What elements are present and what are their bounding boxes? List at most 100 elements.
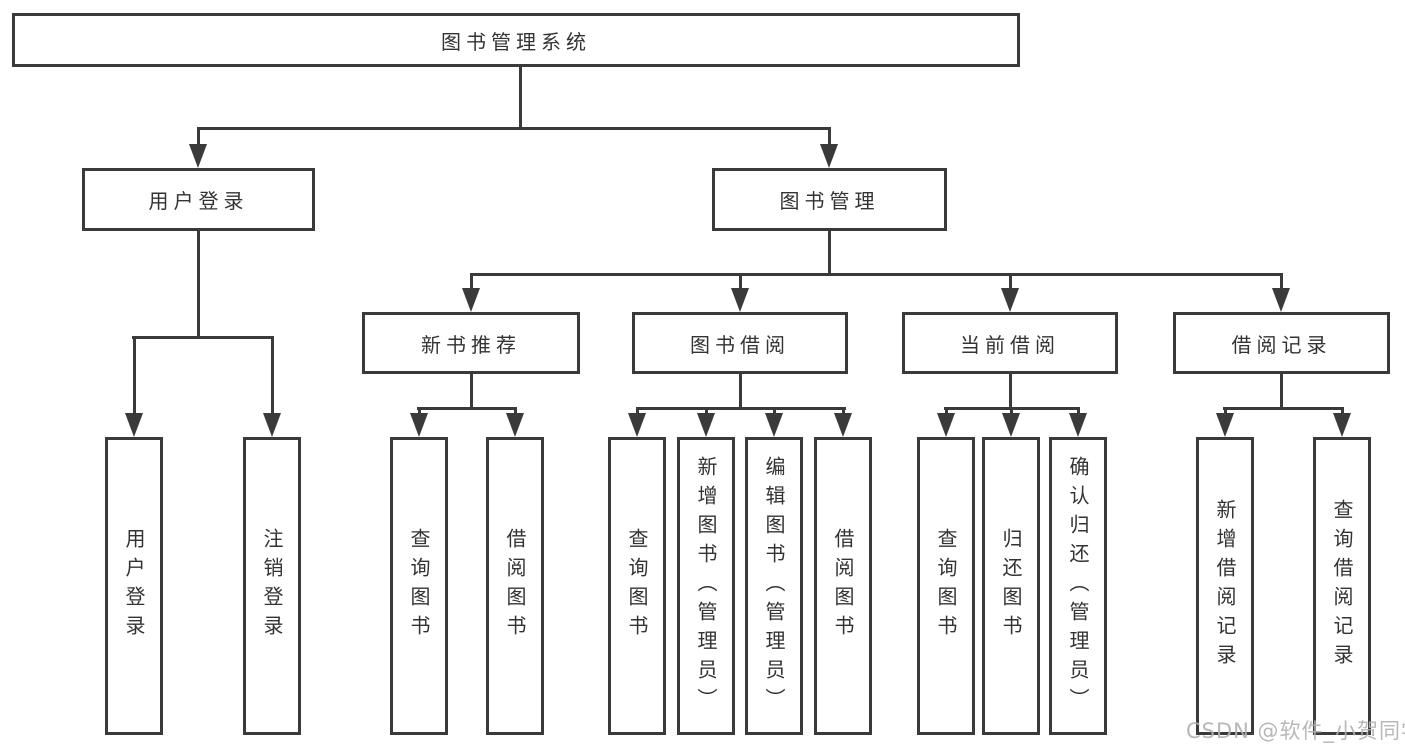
connector-level2-branch [197, 127, 831, 130]
connector-new-book-branch [417, 407, 517, 410]
arrow-to-book-borrow [731, 273, 749, 312]
arrowhead-down-icon [937, 413, 955, 437]
node-label: 编辑图书（管理员） [762, 455, 786, 717]
arrow-shaft [1008, 273, 1012, 288]
connector-user-login-branch [132, 336, 274, 339]
node-user-login: 用户登录 [82, 168, 315, 231]
arrow-shaft [132, 336, 136, 413]
node-label: 借阅图书 [503, 528, 527, 644]
arrowhead-down-icon [834, 413, 852, 437]
connector-level3-branch [470, 273, 1283, 276]
arrowhead-down-icon [1069, 413, 1087, 437]
connector-user-login-stem [197, 231, 200, 336]
node-add-borrow-record: 新增借阅记录 [1196, 437, 1254, 735]
arrowhead-down-icon [765, 413, 783, 437]
arrow-shaft [417, 407, 421, 413]
node-label: 查询图书 [934, 528, 958, 644]
arrow-shaft [704, 407, 708, 413]
node-borrow-records: 借阅记录 [1173, 312, 1390, 374]
node-confirm-return-admin: 确认归还（管理员） [1049, 437, 1107, 735]
arrow-to-book-management [820, 127, 838, 168]
node-label: 当前借阅 [960, 332, 1060, 357]
arrowhead-down-icon [1333, 413, 1351, 437]
node-root: 图书管理系统 [12, 13, 1020, 67]
node-label: 确认归还（管理员） [1066, 455, 1090, 717]
node-label: 新增借阅记录 [1213, 499, 1237, 673]
arrow-shaft [1076, 407, 1080, 413]
node-label: 图书管理 [779, 189, 880, 213]
arrow-to-add-borrow-record [1216, 407, 1234, 437]
arrow-to-query-books [628, 407, 646, 437]
connector-root-stem [519, 67, 522, 127]
arrow-shaft [513, 407, 517, 413]
connector-borrow-records-stem [1280, 374, 1283, 407]
node-query-borrow-record: 查询借阅记录 [1313, 437, 1371, 735]
arrow-shaft [635, 407, 639, 413]
node-label: 借阅图书 [831, 528, 855, 644]
arrowhead-down-icon [125, 413, 143, 437]
arrow-shaft [1340, 407, 1344, 413]
arrow-shaft [944, 407, 948, 413]
node-logout-leaf: 注销登录 [243, 437, 301, 735]
node-new-book-recommend: 新书推荐 [362, 312, 580, 374]
arrow-shaft [1223, 407, 1227, 413]
node-current-borrow: 当前借阅 [902, 312, 1118, 374]
arrow-shaft [841, 407, 845, 413]
arrow-to-return-book [1002, 407, 1020, 437]
node-label: 查询借阅记录 [1330, 499, 1354, 673]
arrowhead-down-icon [1001, 288, 1019, 312]
arrow-to-current-borrow [1001, 273, 1019, 312]
arrow-to-borrow-records [1272, 273, 1290, 312]
arrowhead-down-icon [697, 413, 715, 437]
node-query-books-current: 查询图书 [917, 437, 975, 735]
arrow-to-confirm-return [1069, 407, 1087, 437]
arrowhead-down-icon [263, 413, 281, 437]
arrow-to-borrow-books [506, 407, 524, 437]
arrow-shaft [772, 407, 776, 413]
node-label: 新增图书（管理员） [694, 455, 718, 717]
node-label: 归还图书 [999, 528, 1023, 644]
arrow-shaft [1009, 407, 1013, 413]
arrowhead-down-icon [506, 413, 524, 437]
node-book-management: 图书管理 [712, 168, 947, 231]
arrow-shaft [469, 273, 473, 288]
node-label: 借阅记录 [1231, 332, 1332, 357]
node-user-login-leaf: 用户登录 [105, 437, 163, 735]
arrow-to-add-book [697, 407, 715, 437]
arrow-to-user-login [189, 127, 207, 168]
node-return-book: 归还图书 [982, 437, 1040, 735]
node-label: 注销登录 [260, 528, 284, 644]
connector-book-borrow-branch [636, 407, 846, 410]
node-label: 新书推荐 [421, 332, 521, 357]
arrow-shaft [270, 336, 274, 413]
arrow-shaft [738, 273, 742, 288]
node-borrow-books-leaf: 借阅图书 [814, 437, 872, 735]
node-add-book-admin: 新增图书（管理员） [677, 437, 735, 735]
arrow-shaft [1279, 273, 1283, 288]
connector-borrow-records-branch [1223, 407, 1343, 410]
arrowhead-down-icon [462, 288, 480, 312]
node-query-books-recommend: 查询图书 [390, 437, 448, 735]
arrowhead-down-icon [731, 288, 749, 312]
connector-book-borrow-stem [739, 374, 742, 407]
connector-new-book-stem [470, 374, 473, 407]
arrowhead-down-icon [1002, 413, 1020, 437]
arrow-to-user-login-leaf [125, 336, 143, 437]
arrowhead-down-icon [1272, 288, 1290, 312]
arrowhead-down-icon [628, 413, 646, 437]
arrow-to-logout-leaf [263, 336, 281, 437]
connector-current-borrow-stem [1009, 374, 1012, 407]
node-label: 查询图书 [407, 528, 431, 644]
arrowhead-down-icon [820, 144, 838, 168]
node-query-books-borrow: 查询图书 [608, 437, 666, 735]
connector-book-management-stem [828, 231, 831, 273]
arrow-to-query-borrow-record [1333, 407, 1351, 437]
node-label: 图书借阅 [690, 332, 790, 357]
arrow-to-query-books [410, 407, 428, 437]
arrowhead-down-icon [410, 413, 428, 437]
arrowhead-down-icon [1216, 413, 1234, 437]
arrow-to-borrow-books [834, 407, 852, 437]
node-label: 查询图书 [625, 528, 649, 644]
node-borrow-books-recommend: 借阅图书 [486, 437, 544, 735]
